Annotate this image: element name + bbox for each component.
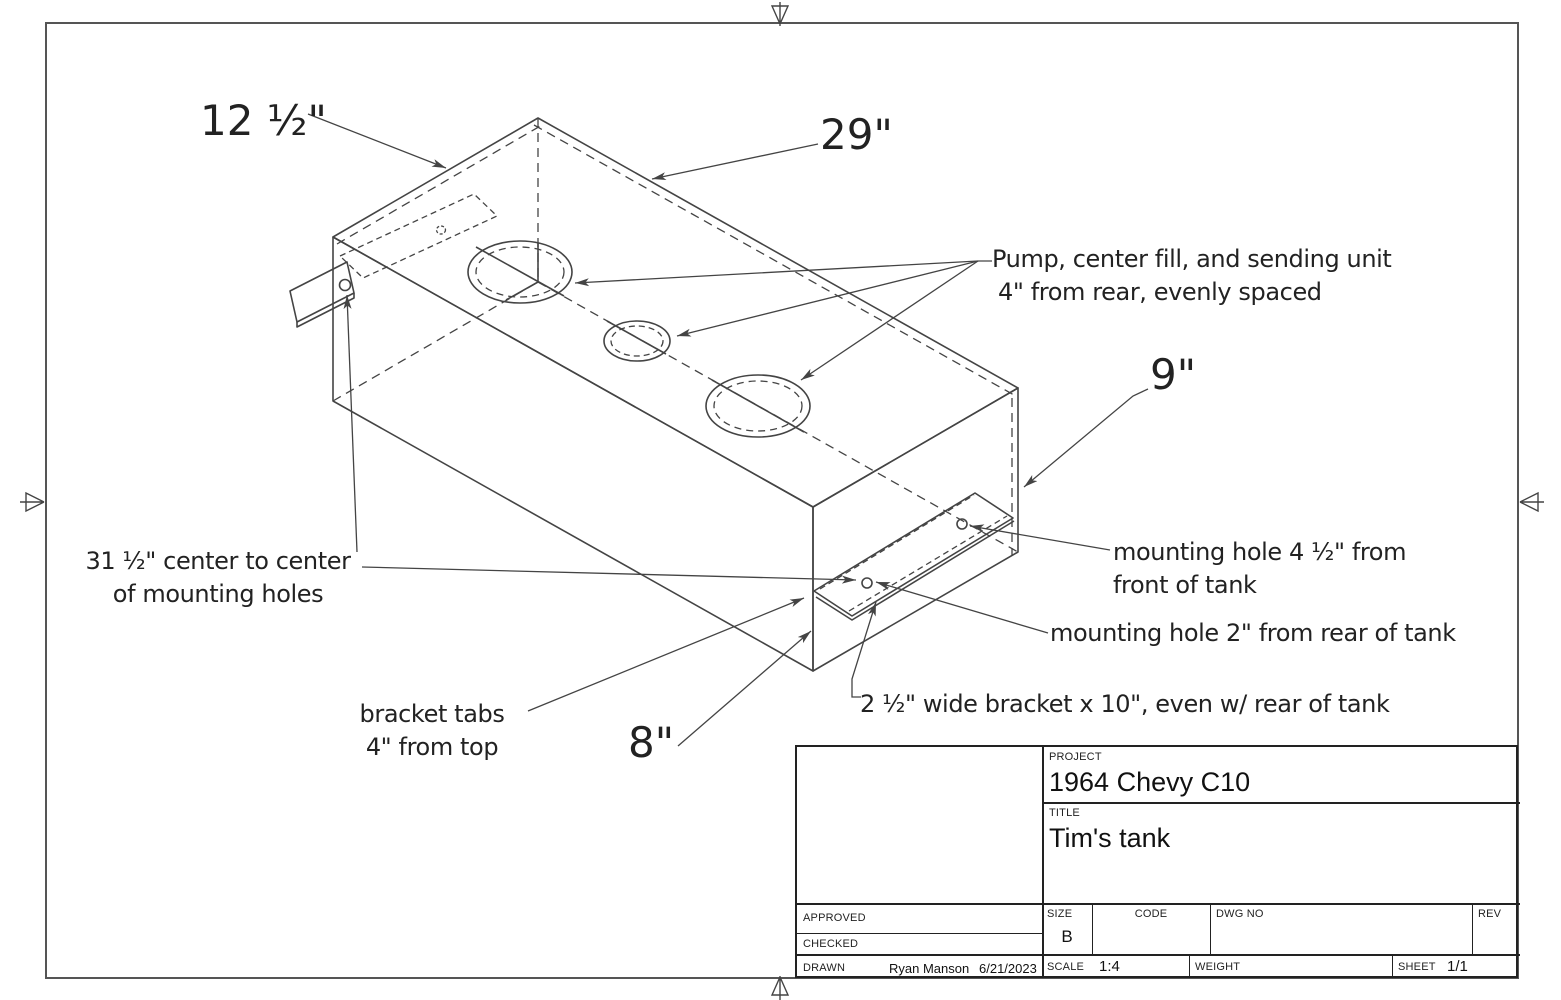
front-bracket-tab-thickness [296,293,355,328]
leader-pump [574,260,992,287]
dim-height-front-label: 8" [628,718,675,767]
dwg-no-label: DWG NO [1216,908,1264,920]
border-center-marks [20,2,1544,1000]
approved-label: APPROVED [803,912,866,924]
fill-hole-inner-ring [610,325,664,357]
leader-mounting-hole-rear [875,581,1049,634]
tank-top-face [332,117,1019,508]
centerline-through-fill-hole [606,320,667,355]
approved-checked-divider [797,933,1042,934]
center-to-center-note: 31 ½" center to center of mounting holes [78,545,358,611]
weight-label: WEIGHT [1195,961,1241,973]
front-bracket-tab [289,261,355,323]
drawn-label: DRAWN [803,962,846,974]
leader-dim-width [307,113,447,169]
pump-note-line1: Pump, center fill, and sending unit [992,245,1392,273]
bracket-tabs-line2: 4" from top [365,733,499,761]
title-block-main-divider [1042,747,1044,976]
bottom-center-mark [770,976,790,1000]
project-label: PROJECT [1049,751,1102,763]
rear-bracket-hole-front [956,518,968,530]
sender-hole-inner-ring [713,380,803,432]
pump-note: Pump, center fill, and sending unit 4" f… [992,243,1392,309]
leader-center-to-center-rear [361,566,857,584]
dim-length-label: 29" [820,110,893,159]
front-bracket-hidden-outline [338,193,499,279]
rev-label: REV [1478,908,1502,920]
hidden-lines [332,118,1019,612]
tank-right-face [812,387,1019,672]
leader-center-to-center-front [343,294,358,553]
leader-dim-length [651,143,819,181]
center-note-line2: of mounting holes [112,580,324,608]
top-center-mark [770,2,790,26]
mount-front-line1: mounting hole 4 ½" from [1113,538,1407,566]
size-value: B [1061,927,1073,946]
code-dwgno-divider [1210,903,1211,956]
scale-value: 1:4 [1099,958,1120,975]
rear-bracket-inset-top [819,494,975,590]
rear-bracket-hole-rear [861,577,873,589]
bracket-width-note: 2 ½" wide bracket x 10", even w/ rear of… [860,690,1390,718]
leader-lines [307,113,1149,747]
title-block: PROJECT 1964 Chevy C10 TITLE Tim's tank … [795,745,1520,978]
sheet-border [45,22,1519,979]
dwgno-rev-divider [1472,903,1473,956]
sheet-label: SHEET [1398,961,1436,973]
leader-bracket-tabs [527,597,805,712]
title-value: Tim's tank [1049,823,1171,853]
title-label: TITLE [1049,807,1080,819]
rear-bracket-plate [813,492,1014,617]
size-code-divider [1092,903,1093,956]
project-value: 1964 Chevy C10 [1049,767,1251,797]
dim-width-label: 12 ½" [200,96,327,145]
checked-label: CHECKED [803,938,859,950]
right-center-mark [1519,491,1544,513]
code-label: CODE [1134,908,1168,920]
mounting-hole-front-note: mounting hole 4 ½" from front of tank [1113,536,1406,602]
bottom-edge-through-pump-hole [505,281,539,301]
bracket-tabs-line1: bracket tabs [359,700,505,728]
scale-label: SCALE [1047,961,1085,973]
pump-hole [467,240,573,304]
center-note-line1: 31 ½" center to center [85,547,351,575]
leader-mounting-hole-front [969,524,1111,551]
mount-front-line2: front of tank [1113,571,1257,599]
bracket-tabs-note: bracket tabs 4" from top [338,698,526,764]
leader-dim-height-rear [1023,388,1149,488]
mounting-hole-rear-note: mounting hole 2" from rear of tank [1050,619,1456,647]
tank-front-face [332,236,814,672]
pump-note-line2: 4" from rear, evenly spaced [998,278,1322,306]
leader-bracket-width [851,601,877,698]
drawn-by-value: Ryan Manson [889,961,970,976]
upper-lower-divider [797,903,1520,905]
front-mounting-hole [338,278,352,292]
project-row-divider [1042,802,1520,804]
sheet-value: 1/1 [1447,958,1468,975]
centerline-through-sender-hole [711,379,805,433]
top-rim-right-dashed [533,124,1015,396]
weight-sheet-divider [1392,956,1393,976]
centerline-through-pump-hole [475,246,565,297]
tank-outline [289,117,1019,672]
top-rim-left-dashed [336,124,543,245]
size-label: SIZE [1047,908,1073,920]
front-bracket-hidden-hole [435,225,447,235]
leader-dim-height-front [677,630,812,747]
dim-height-rear-label: 9" [1150,350,1197,399]
leader-sending-unit [800,260,979,381]
scale-weight-divider [1189,956,1190,976]
center-fill-hole [603,320,671,362]
leader-center-fill [676,260,979,337]
sending-unit-hole [705,374,811,438]
pump-hole-inner-ring [475,246,565,298]
rear-bracket-thickness [815,520,1015,621]
drawn-date-value: 6/21/2023 [979,961,1037,976]
checked-drawn-divider [797,954,1520,956]
left-center-mark [20,491,45,513]
